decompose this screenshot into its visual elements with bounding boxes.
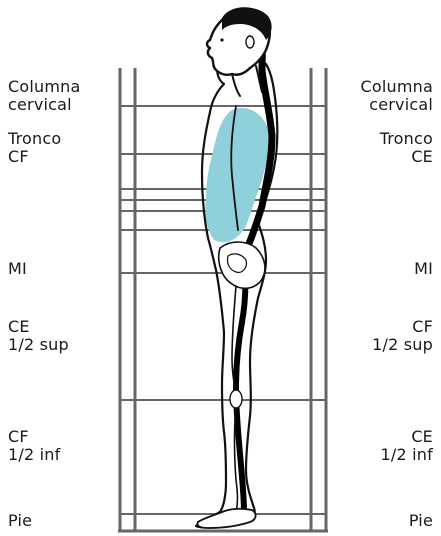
right-label-lower-half: CE 1/2 inf	[381, 428, 433, 464]
ear	[246, 36, 254, 48]
right-label-cervical-line2: cervical	[361, 96, 433, 114]
right-label-pie-line1: Pie	[409, 512, 433, 530]
right-label-mi-line1: MI	[414, 260, 433, 278]
posterior-leg-line	[236, 256, 245, 512]
right-label-pie: Pie	[409, 512, 433, 530]
left-label-upper-half: CE 1/2 sup	[8, 318, 69, 354]
left-label-lower-half-line2: 1/2 inf	[8, 446, 60, 464]
left-label-cervical: Columna cervical	[8, 78, 80, 114]
right-label-tronco: Tronco CE	[380, 130, 433, 166]
left-label-lower-half-line1: CF	[8, 428, 60, 446]
right-label-upper-half: CF 1/2 sup	[372, 318, 433, 354]
right-label-mi: MI	[414, 260, 433, 278]
left-label-tronco: Tronco CF	[8, 130, 61, 166]
right-label-tronco-line2: CE	[380, 148, 433, 166]
right-labels: Columna cervical Tronco CE MI CF 1/2 sup…	[333, 0, 433, 536]
foot	[197, 509, 255, 528]
eye	[220, 38, 223, 41]
right-label-lower-half-line1: CE	[381, 428, 433, 446]
left-label-cervical-line2: cervical	[8, 96, 80, 114]
right-label-cervical: Columna cervical	[361, 78, 433, 114]
left-label-tronco-line2: CF	[8, 148, 61, 166]
knee	[230, 390, 242, 408]
left-label-tronco-line1: Tronco	[8, 130, 61, 148]
human-figure	[196, 7, 277, 528]
right-label-lower-half-line2: 1/2 inf	[381, 446, 433, 464]
right-label-upper-half-line2: 1/2 sup	[372, 336, 433, 354]
left-label-cervical-line1: Columna	[8, 78, 80, 96]
left-label-lower-half: CF 1/2 inf	[8, 428, 60, 464]
left-labels: Columna cervical Tronco CF MI CE 1/2 sup…	[8, 0, 108, 536]
pelvis	[219, 242, 265, 288]
right-label-upper-half-line1: CF	[372, 318, 433, 336]
right-label-tronco-line1: Tronco	[380, 130, 433, 148]
left-label-pie: Pie	[8, 512, 32, 530]
left-label-upper-half-line2: 1/2 sup	[8, 336, 69, 354]
right-label-cervical-line1: Columna	[361, 78, 433, 96]
left-label-upper-half-line1: CE	[8, 318, 69, 336]
left-label-mi-line1: MI	[8, 260, 27, 278]
left-label-mi: MI	[8, 260, 27, 278]
left-label-pie-line1: Pie	[8, 512, 32, 530]
